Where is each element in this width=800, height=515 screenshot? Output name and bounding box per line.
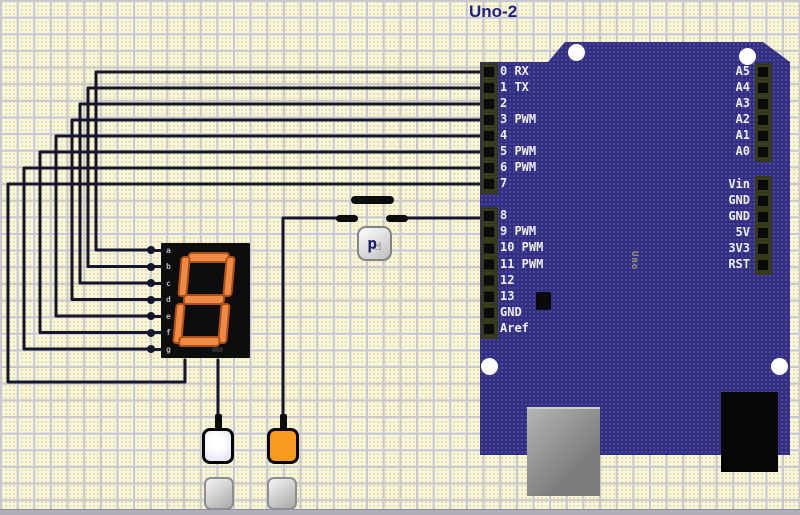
wire-pin3-to-display-d[interactable]: [70, 118, 484, 301]
display-pin-g[interactable]: [147, 345, 164, 353]
pin-label-6-pwm: 6 PWM: [500, 160, 537, 174]
segment-label-c: c: [166, 279, 171, 288]
pin-label-a1: A1: [735, 128, 750, 142]
pin-label-4: 4: [500, 128, 508, 142]
segment-label-f: f: [166, 328, 171, 337]
pin-label-5v: 5V: [735, 225, 750, 239]
wire-pin7-to-display-common[interactable]: [6, 182, 484, 384]
segment-label-g: g: [166, 345, 171, 354]
display-pin-d[interactable]: [147, 295, 164, 304]
pin-label-gnd1: GND: [728, 193, 750, 207]
pin-label-a0: A0: [735, 144, 750, 158]
hand-cursor-icon: ☝: [374, 240, 382, 253]
segment-label-a: a: [166, 246, 171, 255]
switch-contact-right: [386, 214, 408, 222]
display-pin-f[interactable]: [147, 328, 164, 337]
mounting-hole: [481, 358, 498, 375]
board-name-label: Uno: [629, 251, 639, 271]
pin-label-gnd2: GND: [728, 209, 750, 223]
source-on-terminal[interactable]: [279, 414, 287, 430]
pin-label-9-pwm: 9 PWM: [500, 224, 537, 238]
wire-button-to-source-on[interactable]: [281, 216, 342, 432]
pin-label-gnd: GND: [500, 305, 522, 319]
pin-label-3v3: 3V3: [728, 241, 750, 255]
wire-pin0-to-display-a[interactable]: [94, 70, 484, 252]
digital-header-top: [481, 63, 498, 194]
wire-pin1-to-display-b[interactable]: [86, 86, 484, 268]
pin-pads[interactable]: [484, 211, 494, 336]
source-off-toggle-button[interactable]: [204, 477, 234, 510]
pin-pads[interactable]: [758, 67, 768, 159]
display-pin-a[interactable]: [147, 246, 164, 254]
wire-pin4-to-display-e[interactable]: [54, 134, 484, 318]
push-button-label: p: [367, 233, 377, 253]
mounting-hole: [739, 48, 756, 65]
push-button-actuator[interactable]: [351, 196, 394, 204]
pin-label-vin: Vin: [728, 177, 750, 191]
segment-g: [182, 294, 226, 305]
decimal-point-segment: [212, 347, 223, 352]
pin-label-13: 13: [500, 289, 515, 303]
voltage-source-off[interactable]: [202, 428, 234, 464]
pin-pads[interactable]: [758, 180, 768, 272]
pin-label-a2: A2: [735, 112, 750, 126]
pin-label-0-rx: 0 RX: [500, 64, 529, 78]
voltage-source-on[interactable]: [267, 428, 299, 464]
sketch-title: Uno-2: [469, 2, 518, 21]
switch-contact-left: [336, 214, 358, 222]
wire-pin2-to-display-c[interactable]: [78, 102, 484, 285]
pin-label-7: 7: [500, 176, 508, 190]
segment-f: [177, 256, 191, 297]
smd-component: [536, 292, 551, 310]
pin-label-1-tx: 1 TX: [500, 80, 529, 94]
pin-label-8: 8: [500, 208, 508, 222]
pin-label-3-pwm: 3 PWM: [500, 112, 537, 126]
display-pin-c[interactable]: [147, 279, 164, 287]
push-button[interactable]: p ☝: [357, 226, 392, 261]
pin-label-a4: A4: [735, 80, 750, 94]
wire-pin6-to-display-g[interactable]: [22, 166, 484, 351]
pin-label-a5: A5: [735, 64, 750, 78]
pin-label-rst: RST: [728, 257, 750, 271]
arduino-uno-board[interactable]: [480, 42, 790, 455]
analog-header: [755, 63, 772, 162]
display-pin-b[interactable]: [147, 262, 164, 271]
segment-label-b: b: [166, 262, 171, 271]
window-bottom-edge: [0, 509, 800, 515]
mounting-hole: [568, 44, 585, 61]
usb-connector: [527, 407, 600, 496]
pin-label-11-pwm: 11 PWM: [500, 257, 544, 271]
source-on-toggle-button[interactable]: [267, 477, 297, 510]
display-pin-e[interactable]: [147, 312, 164, 320]
power-header: [755, 176, 772, 275]
wire-pin5-to-display-f[interactable]: [38, 150, 484, 334]
segment-label-d: d: [166, 295, 171, 304]
segment-label-e: e: [166, 312, 171, 321]
pin-label-2: 2: [500, 96, 508, 110]
digital-header-bottom: [481, 207, 498, 339]
pin-label-10-pwm: 10 PWM: [500, 240, 544, 254]
digit-8: [172, 251, 236, 348]
mounting-hole: [771, 358, 788, 375]
pin-label-a3: A3: [735, 96, 750, 110]
segment-a: [187, 252, 231, 263]
pin-pads[interactable]: [484, 67, 494, 191]
pin-label-aref: Aref: [500, 321, 529, 335]
segment-d: [177, 336, 221, 347]
power-jack: [721, 392, 778, 472]
pin-label-12: 12: [500, 273, 515, 287]
source-off-terminal[interactable]: [214, 414, 222, 430]
pin-label-5-pwm: 5 PWM: [500, 144, 537, 158]
